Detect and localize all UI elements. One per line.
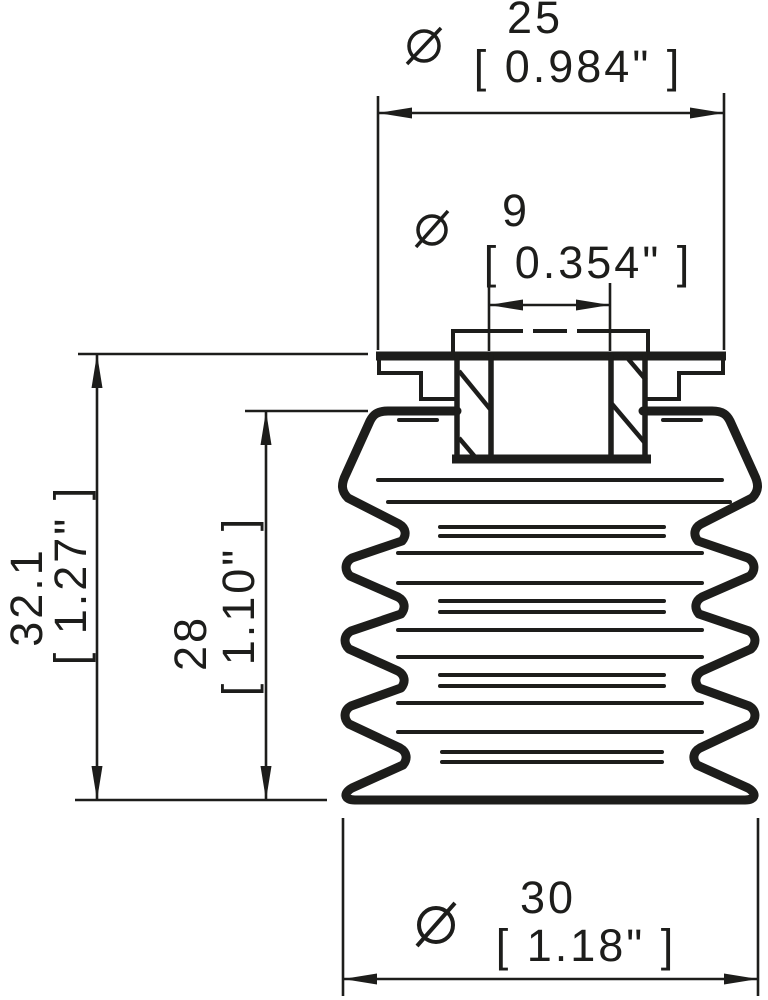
bellows-body bbox=[338, 406, 758, 805]
suction-cup-part bbox=[338, 329, 758, 805]
dimension-value-inch: [ 0.984" ] bbox=[474, 41, 683, 92]
arrowhead-left-icon bbox=[489, 299, 523, 311]
arrowhead-right-icon bbox=[690, 107, 724, 119]
hatch-line bbox=[622, 352, 648, 382]
dimension-value-inch: [ 1.10" ] bbox=[213, 516, 264, 697]
flange-underside-right bbox=[645, 352, 725, 401]
hatch-line bbox=[610, 402, 647, 445]
dimension-bottom-diameter: 30 [ 1.18" ] bbox=[341, 818, 760, 996]
hatch-line bbox=[457, 369, 492, 411]
arrowhead-down-icon bbox=[260, 766, 272, 800]
dimension-value-inch: [ 1.18" ] bbox=[496, 920, 677, 971]
arrowhead-left-icon bbox=[343, 973, 377, 985]
fitting-nipple-outline bbox=[451, 329, 650, 353]
arrowhead-right-icon bbox=[724, 973, 758, 985]
bellows-outline bbox=[338, 406, 555, 805]
diameter-circle bbox=[407, 29, 441, 63]
diameter-circle bbox=[417, 906, 455, 944]
hatch-line bbox=[457, 436, 478, 460]
diameter-circle bbox=[416, 214, 448, 246]
dimension-bellows-height: 28 [ 1.10" ] bbox=[165, 409, 368, 800]
diameter-icon bbox=[405, 26, 443, 66]
arrowhead-up-icon bbox=[260, 411, 272, 445]
dimension-value-mm: 9 bbox=[502, 185, 530, 236]
dimension-value-inch: [ 1.27" ] bbox=[45, 485, 96, 666]
dimension-port-diameter: 9 [ 0.354" ] bbox=[414, 185, 693, 351]
arrowhead-right-icon bbox=[576, 299, 610, 311]
dimension-value-mm: 25 bbox=[507, 0, 563, 43]
fitting-cross-section bbox=[376, 329, 726, 464]
diameter-slash bbox=[405, 26, 443, 66]
dimension-value-inch: [ 0.354" ] bbox=[484, 237, 693, 288]
diameter-slash bbox=[414, 209, 450, 249]
section-hatch bbox=[457, 352, 648, 460]
diameter-icon bbox=[414, 209, 450, 249]
dimension-value-mm: 28 bbox=[165, 615, 216, 671]
flange-underside-left bbox=[377, 352, 457, 401]
dimension-overall-height: 32.1 [ 1.27" ] bbox=[1, 352, 368, 802]
arrowhead-left-icon bbox=[378, 107, 412, 119]
dimension-value-mm: 32.1 bbox=[1, 547, 52, 647]
bellows-outline-mirror bbox=[550, 411, 758, 800]
dimension-value-mm: 30 bbox=[520, 872, 576, 923]
arrowhead-up-icon bbox=[91, 354, 103, 388]
diameter-icon bbox=[415, 901, 457, 948]
arrowhead-down-icon bbox=[91, 766, 103, 800]
bellows-crease-lines bbox=[376, 418, 732, 764]
dimension-top-diameter: 25 [ 0.984" ] bbox=[376, 0, 726, 350]
diameter-slash bbox=[415, 901, 457, 948]
